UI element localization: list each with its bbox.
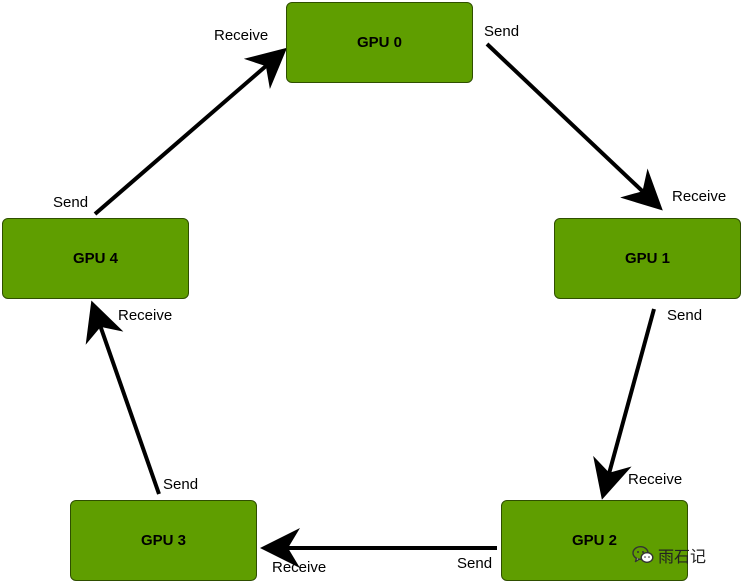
watermark-text: 雨石记 (658, 547, 707, 566)
arrow-gpu3-to-gpu4 (85, 300, 161, 495)
gpu4-node: GPU 4 (2, 218, 189, 299)
gpu0-send-label: Send (484, 23, 520, 40)
gpu1-node: GPU 1 (554, 218, 741, 299)
arrow-gpu0-to-gpu1 (485, 42, 663, 211)
wechat-icon (632, 545, 654, 564)
gpu1-send-label: Send (667, 307, 703, 324)
watermark: 雨石记 (632, 544, 706, 566)
gpu3-node: GPU 3 (70, 500, 257, 581)
gpu4-receive-label: Receive (118, 307, 173, 324)
gpu2-receive-label: Receive (628, 471, 683, 488)
gpu3-send-label: Send (163, 476, 199, 493)
gpu0-node: GPU 0 (286, 2, 473, 83)
gpu4-send-label: Send (53, 194, 89, 211)
arrow-gpu4-to-gpu0 (93, 47, 288, 216)
arrow-gpu1-to-gpu2 (593, 308, 656, 500)
gpu2-node: GPU 2 (501, 500, 688, 581)
gpu0-receive-label: Receive (214, 27, 269, 44)
gpu3-receive-label: Receive (272, 559, 327, 576)
gpu2-send-label: Send (457, 555, 493, 572)
gpu1-receive-label: Receive (672, 188, 727, 205)
